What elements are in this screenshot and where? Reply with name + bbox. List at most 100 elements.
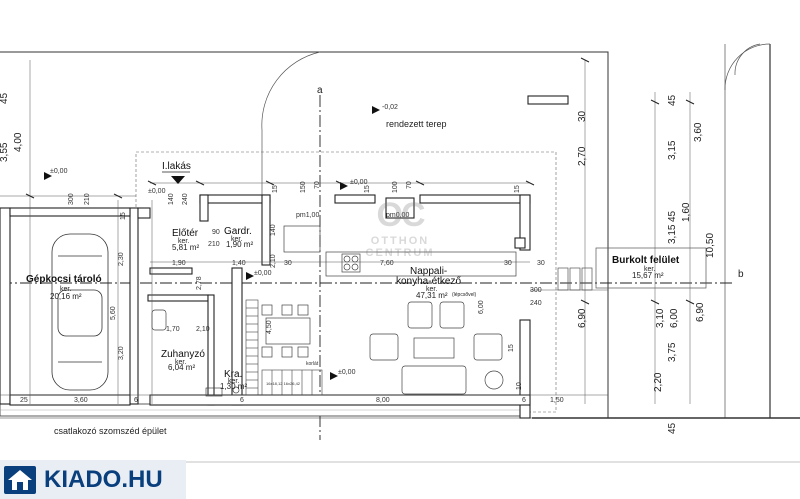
railing-label: korlát	[306, 361, 319, 367]
dim-6c: 6	[522, 397, 526, 404]
dim-15b: 15	[364, 185, 371, 193]
dim-360: 3,60	[74, 397, 88, 404]
dim-l-355: 3,55	[0, 142, 10, 162]
dim-30b: 30	[504, 260, 512, 267]
dim-r-45b: 45	[667, 210, 678, 222]
dim-300b: 300	[530, 287, 542, 294]
dim-210c: 2,10	[270, 254, 277, 268]
dim-140c: 1,40	[232, 260, 246, 267]
room-sub-garage: ker.	[60, 286, 72, 293]
dim-210d: 2,10	[196, 326, 210, 333]
room-sub-nappali: ker.	[426, 286, 438, 293]
room-area-garage: 20,16 m²	[50, 292, 82, 301]
dim-r-310: 3,10	[655, 308, 666, 328]
dim-m-10: 10	[516, 382, 523, 390]
level-3: ±0,00	[350, 179, 368, 186]
dim-r-375: 3,75	[667, 342, 678, 362]
room-area-nappali: 47,31 m²	[416, 291, 448, 300]
watermark-text: OTTHON CENTRUM	[365, 235, 435, 259]
room-name-nappali: Nappali-	[410, 266, 448, 277]
swing-arcs	[261, 43, 771, 195]
dim-800: 8,00	[376, 397, 390, 404]
level-4: ±0,00	[338, 369, 356, 376]
kiado-badge[interactable]: KIADO.HU	[0, 460, 186, 499]
dim-m-15: 15	[508, 344, 515, 352]
paved-area	[557, 247, 707, 291]
apartment-label: I.lakás	[162, 161, 191, 172]
dim-300: 300	[68, 193, 75, 205]
watermark: OC OTTHON CENTRUM	[360, 196, 440, 259]
walls	[0, 95, 569, 419]
dim-30c: 30	[537, 260, 545, 267]
car-outline	[51, 233, 109, 391]
room-sub-zuhanyzo: ker.	[175, 359, 187, 366]
dim-240b: 240	[530, 300, 542, 307]
terrain-level: -0,02	[382, 104, 398, 111]
apartment-marker	[162, 171, 190, 184]
dim-15c: 15	[514, 185, 521, 193]
neighbour-wall	[0, 403, 521, 417]
room-area-eloter: 5,81 m²	[172, 243, 200, 252]
bathroom-fixtures	[151, 309, 240, 397]
dim-r-690b: 6,90	[695, 302, 706, 322]
dim-15a: 15	[272, 185, 279, 193]
room-area-kamra: 1,30 m²	[220, 382, 248, 391]
terrain-label: rendezett terep	[386, 119, 447, 129]
pm-label-1: pm1,00	[296, 212, 320, 219]
section-b-label: b	[738, 269, 744, 280]
dim-70: 70	[314, 181, 321, 189]
dim-r-45c: 45	[667, 422, 678, 434]
dim-l-45: 45	[0, 92, 10, 104]
dim-r-270: 2,70	[577, 146, 588, 166]
section-a-label: a	[317, 85, 323, 96]
level-5: ±0,00	[148, 188, 166, 195]
dim-190: 1,90	[172, 260, 186, 267]
dim-r-160: 1,60	[681, 202, 692, 222]
brand-name: KIADO.HU	[44, 465, 163, 493]
dim-m-600: 6,00	[478, 300, 485, 314]
room-sub-kamra: ker.	[228, 378, 240, 385]
dim-140b: 140	[270, 224, 277, 236]
dim-l-400: 4,00	[13, 132, 24, 152]
room-area-gardr: 1,90 m²	[226, 240, 254, 249]
level-2: ±0,00	[254, 270, 272, 277]
dim-r-45a: 45	[667, 94, 678, 106]
dim-100: 100	[392, 181, 399, 193]
pm-label-2: pm0,00	[386, 212, 410, 219]
dim-r-30: 30	[577, 110, 588, 122]
dim-25: 25	[20, 397, 28, 404]
room-name-gardr: Gardr.	[224, 226, 252, 237]
room-sub-eloter: ker.	[178, 238, 190, 245]
dim-r-220: 2,20	[653, 372, 664, 392]
house-icon	[4, 465, 36, 494]
dim-140: 140	[168, 193, 175, 205]
dim-760: 7,60	[380, 260, 394, 267]
staircase	[245, 299, 323, 396]
living-furniture	[369, 301, 504, 395]
dim-r-690: 6,90	[577, 308, 588, 328]
dim-6a: 6	[134, 397, 138, 404]
dim-150: 150	[300, 181, 307, 193]
room-sub-gardr: ker.	[231, 236, 243, 243]
tick-marks	[25, 57, 695, 305]
dim-6b: 6	[240, 397, 244, 404]
dim-240: 240	[182, 193, 189, 205]
dim-l-230: 2,30	[118, 252, 125, 266]
room-name-zuhanyzo: Zuhanyzó	[161, 349, 205, 360]
dim-30a: 30	[284, 260, 292, 267]
dim-m-278: 2,78	[196, 276, 203, 290]
room-sub-burkolt: ker.	[644, 266, 656, 273]
dim-70b: 70	[406, 181, 413, 189]
dim-l-560: 5,60	[110, 306, 117, 320]
dim-r-315b: 3,15	[667, 224, 678, 244]
dim-150b: 1,50	[550, 397, 564, 404]
dim-450: 4,50	[266, 320, 273, 334]
dim-r-360: 3,60	[693, 122, 704, 142]
dim-90: 90	[212, 229, 220, 236]
room-name-kamra: Kra.	[224, 369, 243, 380]
dim-r-1050: 10,50	[705, 232, 716, 258]
dim-r-600: 6,00	[669, 308, 680, 328]
dim-r-315: 3,15	[667, 140, 678, 160]
room-name-burkolt: Burkolt felület	[612, 255, 680, 266]
